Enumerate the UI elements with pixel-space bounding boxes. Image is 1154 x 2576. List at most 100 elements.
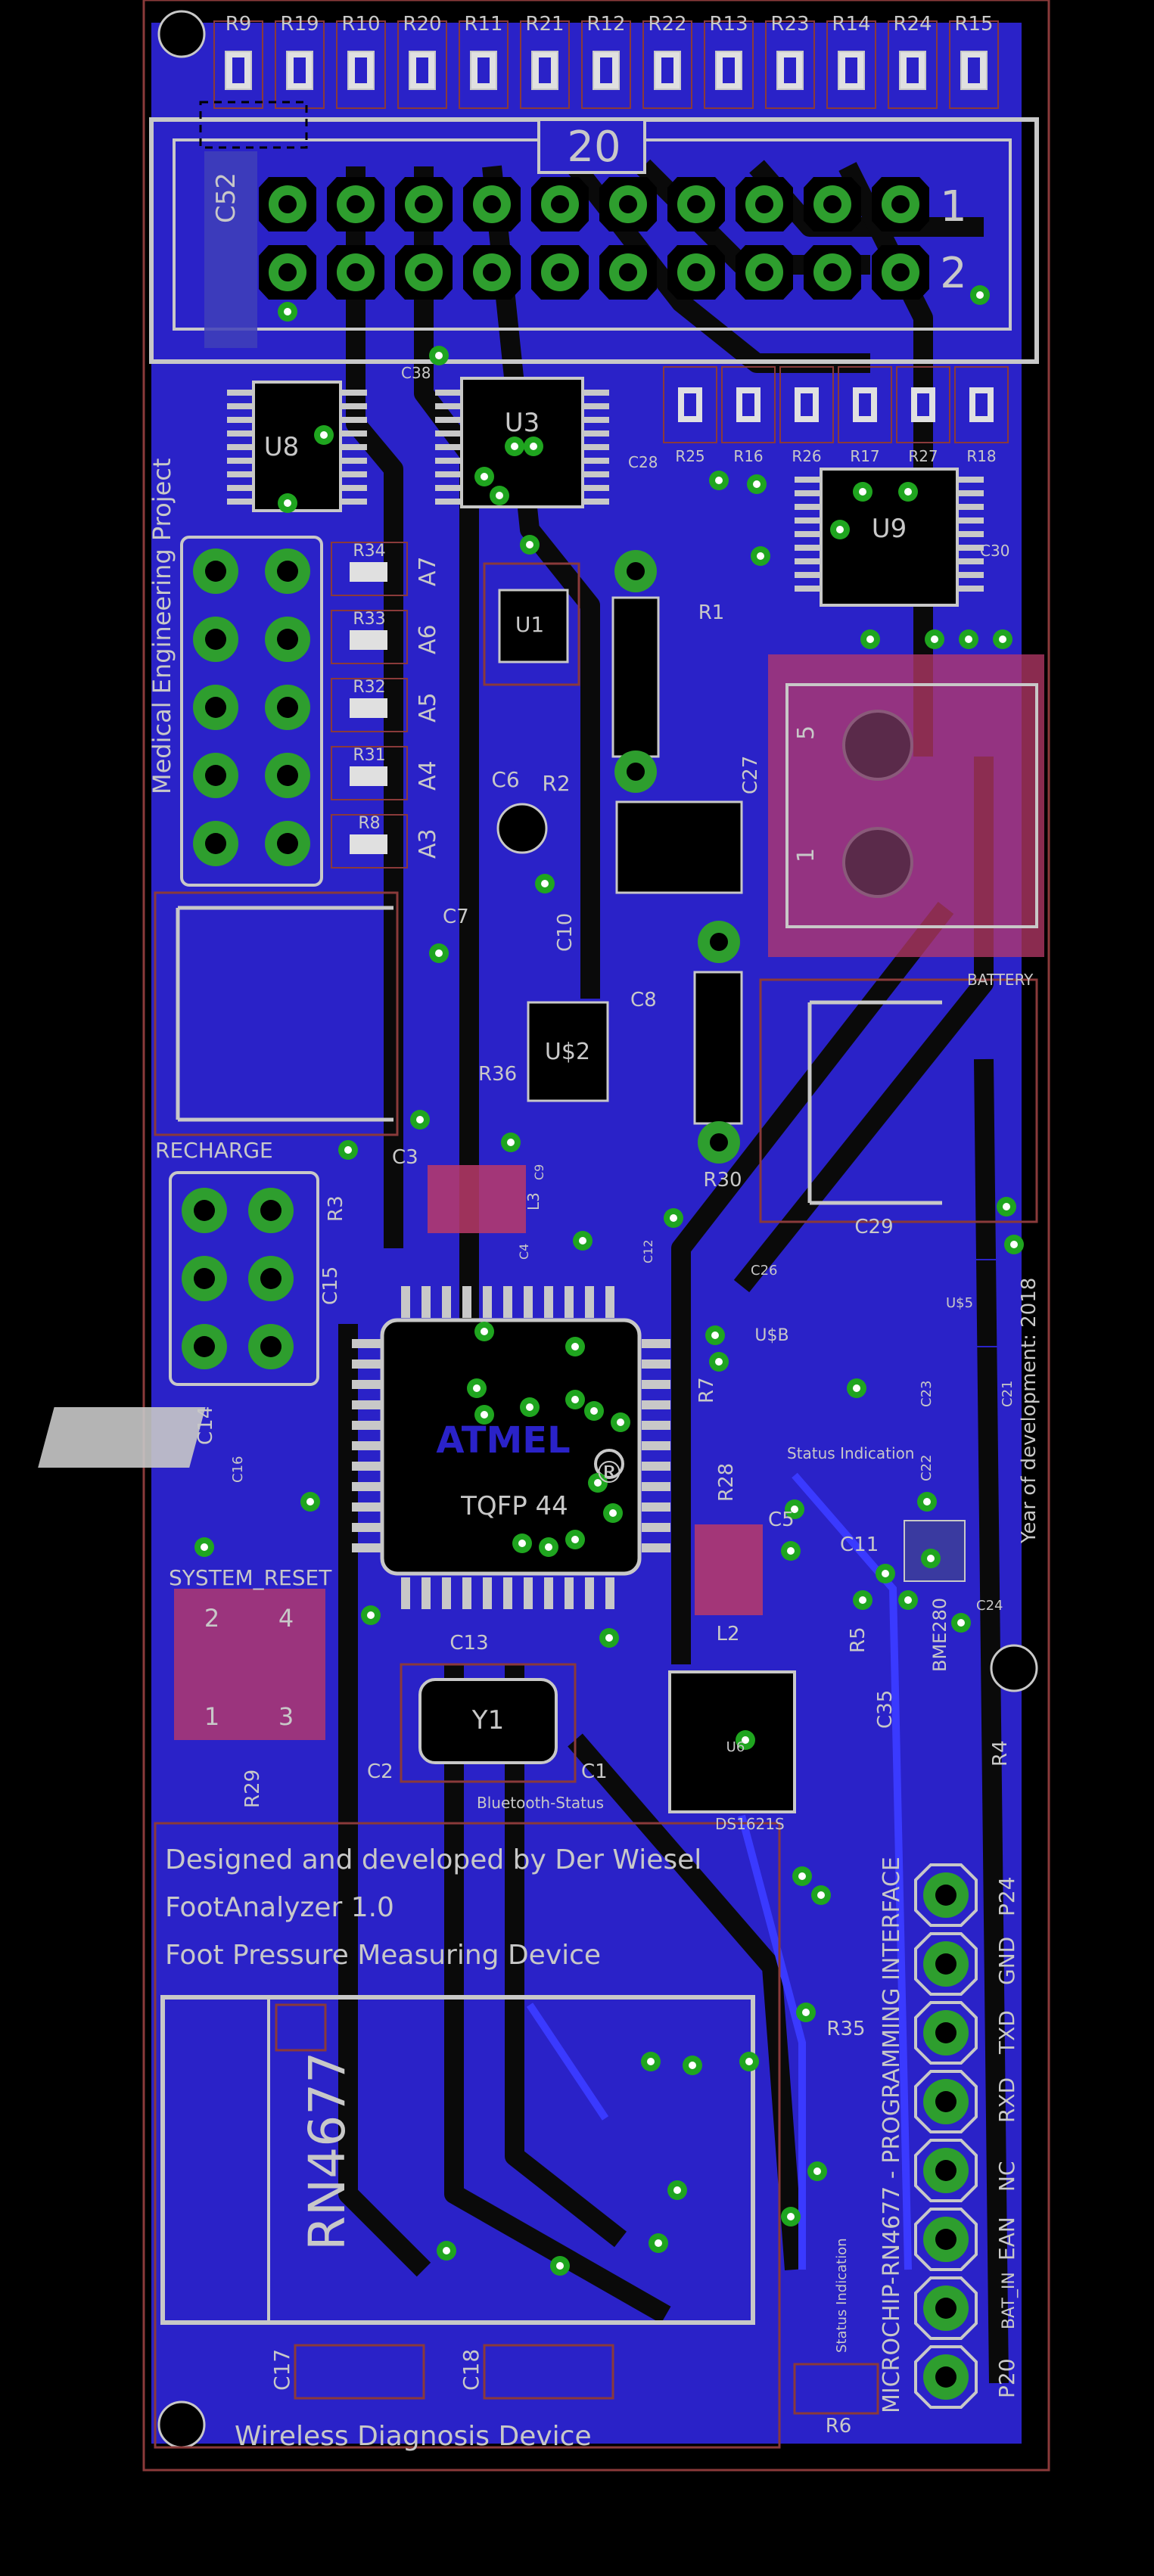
label-u1: U1 [515,612,544,637]
bluetooth-status-label: Bluetooth-Status [477,1794,604,1812]
label-c16: C16 [230,1456,246,1483]
programming-pin-label: RXD [994,2077,1019,2123]
label-c23: C23 [919,1381,935,1407]
crystal-y1 [418,1678,558,1764]
analog-pin-label: A3 [415,828,441,859]
resistor-label-top: R19 [280,13,319,36]
programming-pin-label: BAT_IN [1000,2272,1019,2329]
bottom-title: Wireless Diagnosis Device [235,2421,592,2452]
programming-pin-label: TXD [994,2010,1019,2055]
label-c3: C3 [392,1146,418,1169]
mounting-holes [157,10,1038,2449]
analog-resistor-label: R32 [353,678,385,697]
label-c9: C9 [532,1164,546,1180]
recharge-connector [169,1171,319,1386]
label-usb: U$B [754,1326,789,1345]
chip-u2 [527,1001,609,1102]
reset-pin-4: 4 [278,1604,294,1633]
label-r35: R35 [826,2018,865,2040]
mcu-chip [380,1318,642,1576]
analog-pin-label: A5 [415,692,441,722]
resistor-label-top: R11 [464,13,502,36]
battery-pin-1: 1 [793,848,820,862]
reset-pin-1: 1 [204,1702,219,1731]
programming-pin-label: NC [994,2161,1019,2192]
analog-pin-label: A4 [415,760,441,791]
year-text: Year of development: 2018 [1018,1278,1040,1544]
resistor-label-top: R12 [586,13,625,36]
diode-2 [693,921,743,1164]
system-reset-button[interactable] [174,1589,325,1740]
label-c28: C28 [628,453,658,471]
c29-footprint [759,978,1038,1223]
diode-1 [611,550,660,793]
resistor-label-top: R10 [341,13,380,36]
status-indication-label: Status Indication [787,1444,914,1462]
mcu-brand: ATMEL [436,1419,570,1462]
label-r3: R3 [325,1195,347,1222]
label-y1: Y1 [471,1705,504,1735]
rn4677-module [160,1995,755,2325]
analog-pins [193,542,408,869]
reset-pin-3: 3 [278,1702,294,1731]
label-c35: C35 [874,1690,897,1729]
label-c24: C24 [976,1598,1003,1614]
label-bme280: BME280 [929,1598,950,1672]
row2-resistors [663,366,1009,443]
battery-connector [768,654,1044,957]
connector-pin1-label: 1 [940,182,967,231]
soic-pins [227,390,984,592]
resistor-label-top: R21 [525,13,564,36]
resistor-label-top: R13 [709,13,748,36]
label-r4: R4 [989,1740,1012,1767]
mcu-package: TQFP 44 [460,1491,568,1521]
label-c15: C15 [319,1266,342,1305]
label-r6: R6 [826,2415,852,2438]
resistor-label-top: R20 [403,13,441,36]
resistor-label-top: R14 [832,13,870,36]
analog-resistor-label: R8 [358,814,380,833]
recharge-footprint [154,891,399,1136]
programming-pin-label: GND [994,1937,1019,1985]
resistor-label-top: R9 [226,13,252,36]
side-title: Medical Engineering Project [148,458,176,794]
credit-line-3: Foot Pressure Measuring Device [165,1940,601,1971]
header-pins [259,177,929,300]
label-c5: C5 [768,1509,795,1531]
label-c12: C12 [641,1239,655,1263]
label-c14: C14 [194,1406,217,1445]
label-c22: C22 [919,1455,935,1481]
label-c30: C30 [980,542,1009,560]
status-indication-label-2: Status Indication [834,2238,850,2353]
resistor-label-top: R24 [893,13,932,36]
label-u6: U6 [726,1739,745,1755]
analog-resistor-label: R34 [353,542,385,561]
resistor-label-row2: R27 [908,447,938,465]
mcu-reg-mark: ® [594,1456,624,1490]
label-r5: R5 [847,1627,869,1653]
chip-u1 [498,589,569,663]
programming-pin-label: P20 [994,2358,1019,2398]
label-c21: C21 [1000,1381,1016,1407]
resistor-label-row2: R25 [675,447,705,465]
programming-interface-label: MICROCHIP-RN4677 - PROGRAMMING INTERFACE [879,1857,905,2413]
resistor-label-top: R22 [648,13,686,36]
module-label: RN4677 [298,2052,356,2251]
label-r29: R29 [241,1770,264,1808]
resistor-label-top: R15 [954,13,993,36]
mcu-pins [352,1286,670,1609]
credit-line-2: FootAnalyzer 1.0 [165,1892,394,1923]
label-c2: C2 [367,1760,393,1783]
label-c52: C52 [211,172,241,223]
label-c38: C38 [401,364,431,382]
recharge-pins [182,1188,294,1369]
resistor-label-row2: R18 [966,447,996,465]
analog-pin-label: A7 [415,556,441,586]
label-c10: C10 [554,913,577,952]
label-recharge: RECHARGE [155,1138,273,1163]
top-trace-group [526,1472,912,2270]
programming-pin-label: EAN [994,2217,1019,2261]
analog-pin-label: A6 [415,624,441,654]
label-u3: U3 [505,408,540,438]
